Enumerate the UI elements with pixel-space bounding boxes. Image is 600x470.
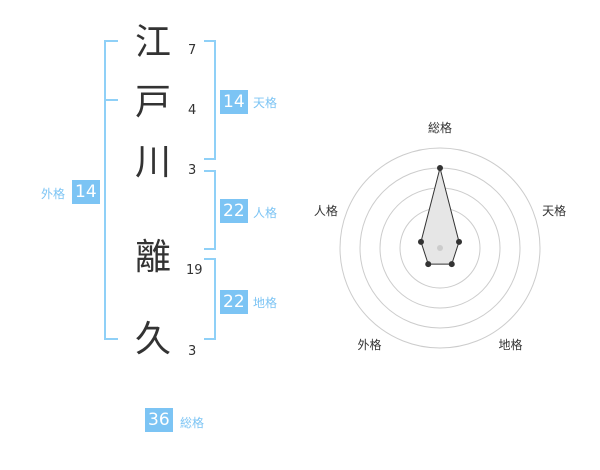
radar-point-1	[437, 165, 443, 171]
gaikaku-bracket	[104, 40, 118, 340]
chikaku-score: 22	[220, 290, 248, 314]
stroke-count-1: 7	[188, 43, 197, 58]
radar-axis-label-4: 外格	[357, 337, 381, 352]
name-char-2: 戸	[134, 82, 171, 123]
chikaku-label: 地格	[253, 296, 278, 310]
stroke-count-4: 19	[186, 263, 203, 278]
stroke-count-3: 3	[188, 163, 197, 178]
radar-point-3	[448, 261, 455, 268]
radar-axis-label-2: 天格	[542, 203, 566, 218]
radar-axis-label-1: 総格	[428, 120, 452, 135]
jinkaku-score: 22	[220, 199, 248, 223]
radar-axis-label-3: 地格	[499, 337, 523, 352]
soukaku-label: 総格	[180, 416, 205, 430]
gaikaku-label: 外格	[41, 187, 66, 201]
gaikaku-score: 14	[72, 180, 100, 204]
tenkaku-bracket	[204, 40, 216, 160]
radar-points	[417, 165, 463, 268]
stroke-count-5: 3	[188, 344, 197, 359]
radar-area	[420, 167, 460, 265]
tenkaku-score: 14	[220, 90, 248, 114]
name-char-5: 久	[134, 319, 171, 360]
radar-point-2	[456, 238, 463, 245]
radar-grid-ring	[339, 147, 541, 349]
jinkaku-bracket	[204, 170, 216, 250]
jinkaku-label: 人格	[253, 206, 278, 220]
name-char-1: 江	[134, 22, 171, 63]
name-char-3: 川	[134, 142, 171, 183]
gaikaku-bracket-tick	[104, 99, 118, 101]
chikaku-bracket	[204, 258, 216, 340]
radar-axis-label-5: 人格	[314, 203, 338, 218]
radar-center-dot	[437, 245, 443, 251]
radar-point-5	[417, 238, 424, 245]
name-char-4: 離	[134, 237, 171, 278]
stroke-count-2: 4	[188, 103, 197, 118]
soukaku-score: 36	[145, 408, 173, 432]
radar-point-4	[425, 261, 432, 268]
tenkaku-label: 天格	[253, 96, 278, 110]
